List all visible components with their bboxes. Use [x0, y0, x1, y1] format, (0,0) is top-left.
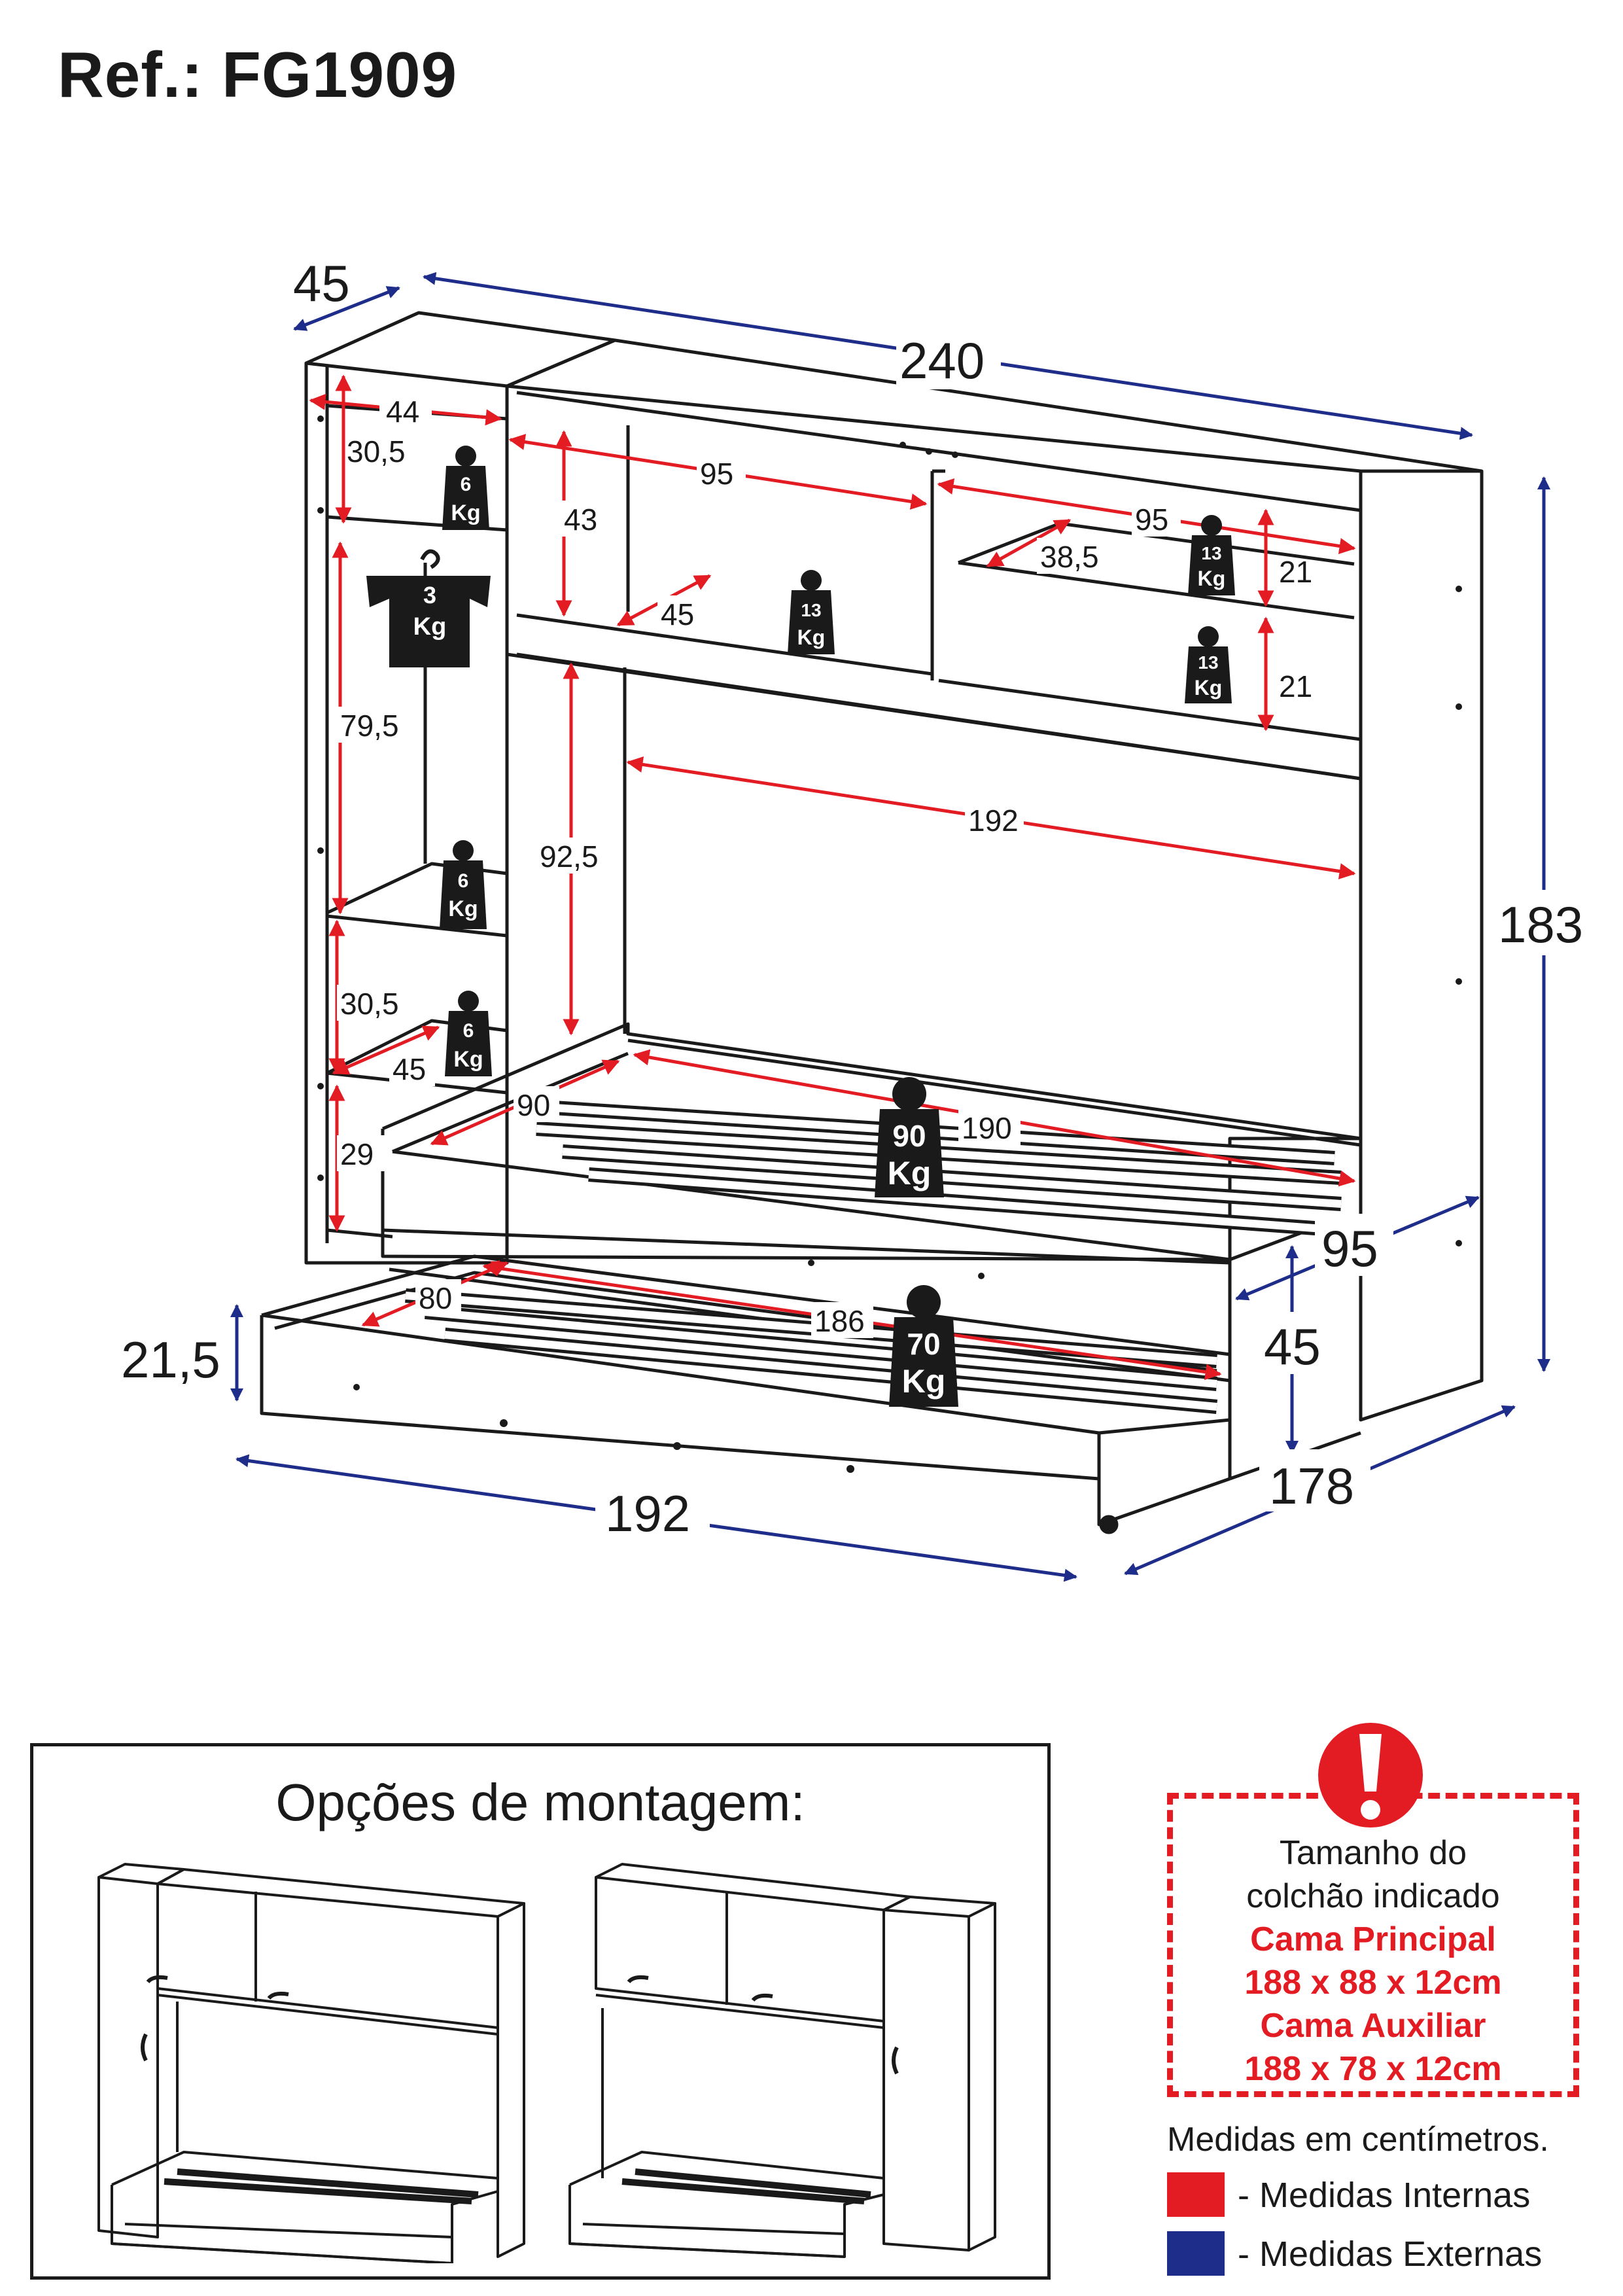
svg-text:Kg: Kg: [451, 501, 480, 525]
dim-depth-top: 45: [293, 255, 350, 312]
external-dimension-labels: 45 240 183 21,5 192 178 95 45: [121, 255, 1593, 1544]
dim-aux-bed-length: 186: [814, 1304, 865, 1338]
dim-upper-right-h1: 21: [1279, 555, 1312, 589]
dim-upper-right-depth: 38,5: [1040, 540, 1099, 574]
svg-text:70: 70: [907, 1327, 940, 1361]
exclamation-alert-icon: [1318, 1723, 1423, 1828]
dim-main-bed-length: 190: [962, 1111, 1012, 1145]
dim-side-mid-depth: 45: [393, 1052, 426, 1086]
dim-side-mid-height: 30,5: [340, 987, 399, 1021]
svg-text:Kg: Kg: [448, 896, 478, 921]
svg-text:Kg: Kg: [1198, 567, 1226, 590]
mattress-line-2: colchão indicado: [1246, 1877, 1500, 1915]
dim-upper-left-depth: 45: [661, 597, 694, 631]
dim-side-bottom-height: 29: [340, 1137, 374, 1171]
svg-text:13: 13: [1201, 543, 1221, 563]
svg-text:Kg: Kg: [888, 1155, 932, 1192]
main-bed-label: Cama Principal: [1250, 1920, 1496, 1958]
dim-bed-clear-width: 192: [968, 804, 1019, 838]
furniture-diagram: 45 240 183 21,5 192 178 95 45: [121, 255, 1593, 1582]
weight-icon: 6 Kg: [440, 840, 487, 929]
dim-bed-depth: 95: [1321, 1220, 1378, 1277]
weight-icon: 6 Kg: [442, 446, 489, 530]
dim-side-top-width: 44: [386, 395, 419, 429]
dim-width-top: 240: [899, 332, 985, 389]
dim-bed-clear-height: 92,5: [540, 839, 599, 874]
legend-external-label: - Medidas Externas: [1238, 2234, 1543, 2274]
dim-upper-left-height: 43: [564, 503, 597, 537]
dim-main-bed-width: 90: [517, 1088, 550, 1122]
svg-text:Kg: Kg: [1195, 676, 1223, 699]
svg-text:Kg: Kg: [902, 1363, 946, 1400]
dim-bed-height: 45: [1264, 1318, 1321, 1375]
assembly-option-right-drawing: [568, 1863, 996, 2258]
weight-icon: 70 Kg: [889, 1285, 958, 1407]
weight-icon: 13 Kg: [788, 570, 835, 654]
assembly-options-box: Opções de montagem:: [30, 1743, 1051, 2280]
svg-text:3: 3: [423, 582, 436, 609]
mattress-size-box: Tamanho do colchão indicado Cama Princip…: [1167, 1793, 1579, 2097]
dim-side-hanging-height: 79,5: [340, 709, 399, 743]
legend-external-swatch: [1167, 2231, 1225, 2276]
dim-aux-bed-width: 80: [419, 1281, 452, 1315]
weight-icon: 13 Kg: [1185, 626, 1232, 703]
units-note: Medidas em centímetros.: [1167, 2121, 1549, 2159]
dim-bottom-depth: 178: [1269, 1457, 1354, 1515]
weight-icon: 90 Kg: [875, 1077, 944, 1197]
svg-text:13: 13: [1198, 652, 1218, 673]
dim-upper-right-h2: 21: [1279, 669, 1312, 703]
legend-internal-swatch: [1167, 2172, 1225, 2217]
weight-icon: 13 Kg: [1188, 515, 1235, 595]
dim-drawer-height: 21,5: [121, 1331, 220, 1388]
dim-upper-right-width: 95: [1135, 503, 1168, 537]
shirt-hanger-icon: 3 Kg: [366, 549, 491, 667]
dim-bottom-width: 192: [605, 1485, 690, 1542]
svg-text:6: 6: [463, 1020, 474, 1042]
svg-text:Kg: Kg: [413, 613, 447, 641]
svg-text:90: 90: [892, 1119, 926, 1153]
aux-bed-size: 188 x 78 x 12cm: [1244, 2050, 1502, 2088]
weight-icon: 6 Kg: [445, 991, 492, 1076]
svg-text:6: 6: [461, 474, 472, 495]
dim-side-top-height: 30,5: [347, 434, 406, 468]
svg-text:13: 13: [801, 600, 821, 620]
mattress-line-1: Tamanho do: [1279, 1834, 1467, 1872]
internal-dimension-labels: 44 30,5 79,5 30,5 45 29 95 43 45 95 38,5…: [337, 393, 1312, 1338]
svg-text:Kg: Kg: [797, 626, 826, 649]
assembly-options-title: Opções de montagem:: [275, 1773, 805, 1831]
dim-height: 183: [1498, 896, 1583, 953]
svg-text:Kg: Kg: [453, 1047, 483, 1072]
main-bed-size: 188 x 88 x 12cm: [1244, 1964, 1502, 2002]
ref-title: Ref.: FG1909: [58, 39, 458, 111]
assembly-option-left-drawing: [97, 1863, 525, 2263]
legend-internal-label: - Medidas Internas: [1238, 2176, 1531, 2215]
dim-upper-left-width: 95: [700, 457, 733, 491]
svg-text:6: 6: [458, 870, 469, 892]
aux-bed-label: Cama Auxiliar: [1260, 2007, 1486, 2045]
